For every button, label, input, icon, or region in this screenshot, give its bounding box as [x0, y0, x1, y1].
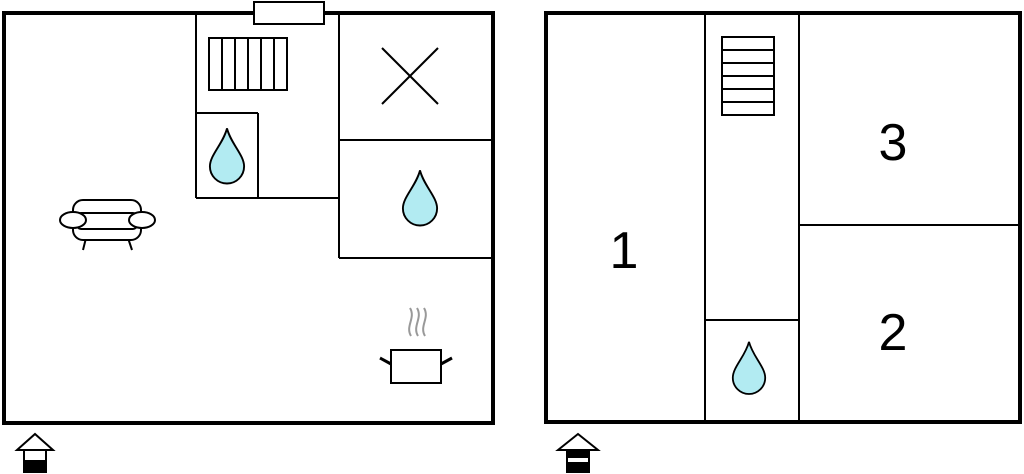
upper-floor-outline — [544, 11, 1022, 424]
ground-floor — [2, 1, 495, 473]
entrance-icon — [14, 432, 56, 473]
sofa-icon — [59, 199, 156, 251]
ground-floor-outline — [2, 11, 495, 425]
cooking-pot-icon — [379, 307, 453, 384]
water-drop-icon — [401, 169, 439, 227]
window — [253, 1, 325, 25]
stairs-icon — [721, 36, 775, 116]
room-number-3: 3 — [879, 114, 908, 172]
room-number-1: 1 — [610, 222, 639, 280]
upper-floor: 1 3 2 — [544, 11, 1022, 473]
room-number-2: 2 — [879, 304, 908, 362]
water-drop-icon — [208, 127, 246, 185]
entrance-icon — [555, 432, 601, 473]
stairs-icon — [208, 37, 288, 91]
upper-floor-inner-walls — [704, 13, 1020, 422]
water-drop-icon — [731, 340, 767, 395]
ground-floor-inner-walls — [195, 13, 493, 259]
void-cross-icon — [381, 47, 439, 105]
